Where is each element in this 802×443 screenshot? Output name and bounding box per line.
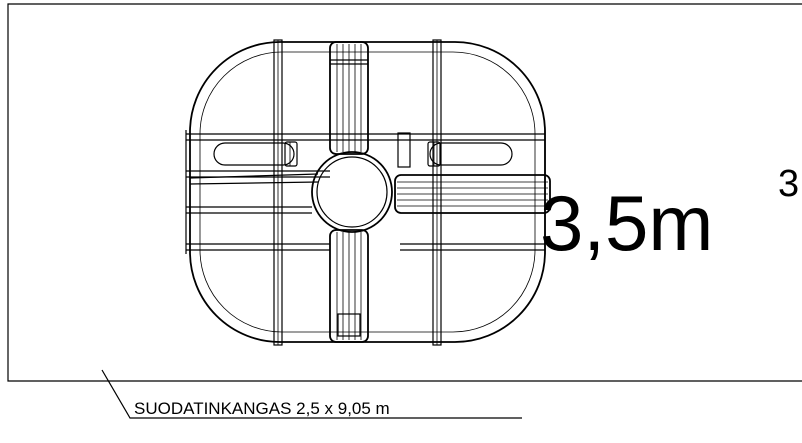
inlet-line: [189, 173, 319, 179]
volume-value: 3,5m: [540, 179, 713, 267]
volume-label: 3,5m 3: [540, 163, 799, 267]
chamber-top: [329, 41, 369, 155]
chamber-bottom: [329, 229, 369, 343]
chamber-right: [394, 174, 551, 214]
inlet-pipe-left: [213, 141, 298, 167]
service-hatch: [397, 132, 411, 168]
fabric-leader: SUODATINKANGAS 2,5 x 9,05 m: [101, 369, 522, 419]
outlet-pipe-right: [427, 141, 513, 167]
tank-bands: [185, 130, 546, 254]
volume-superscript: 3: [778, 163, 799, 205]
fabric-label: SUODATINKANGAS 2,5 x 9,05 m: [134, 399, 390, 418]
tank-ribs: [273, 39, 442, 346]
septic-tank-top-view: [185, 39, 551, 346]
filter-fabric-sheet: [7, 3, 802, 382]
central-manhole: [311, 151, 393, 233]
